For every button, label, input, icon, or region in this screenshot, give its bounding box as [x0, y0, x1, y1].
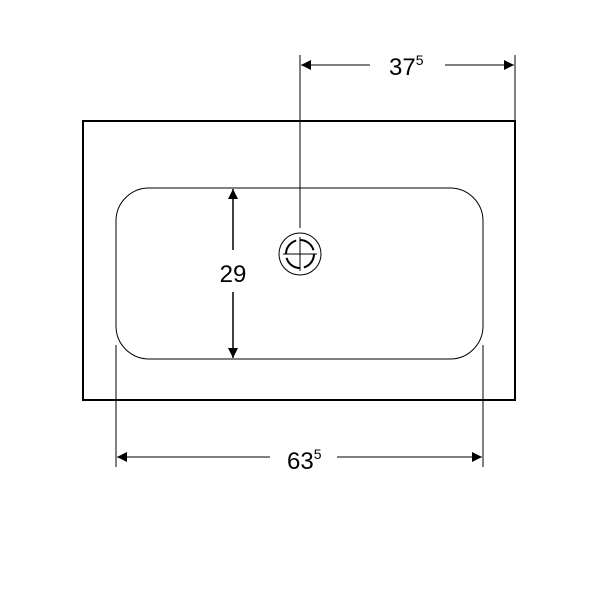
basin-depth-label: 29 — [220, 261, 247, 288]
drain-offset-label: 375 — [389, 52, 424, 81]
drain-offset-dimension: 375 — [299, 52, 516, 228]
countertop-outline — [82, 120, 516, 401]
drain-icon — [278, 232, 322, 276]
basin-width-dimension: 635 — [115, 345, 484, 475]
basin-depth-dimension: 29 — [220, 189, 247, 358]
basin-width-label: 635 — [287, 446, 322, 475]
